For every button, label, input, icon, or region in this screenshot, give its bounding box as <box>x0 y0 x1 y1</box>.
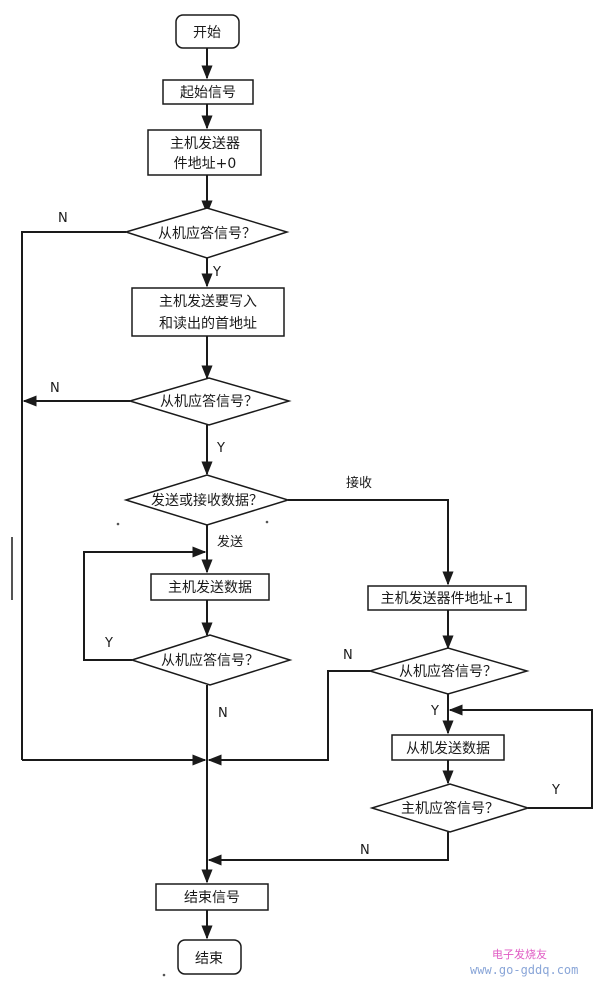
master-send-data-label: 主机发送数据 <box>168 580 252 596</box>
send-first-addr-box <box>131 287 285 337</box>
scan-artifact-dot <box>162 973 166 977</box>
send-addr1-label: 主机发送器件地址+1 <box>381 591 514 607</box>
ack2-decision <box>127 377 292 426</box>
ack2-label: 从机应答信号？ <box>160 393 258 410</box>
watermark-brand: 电子发烧友 <box>492 947 547 961</box>
send-or-receive-decision <box>123 474 291 526</box>
master-ack-label: 主机应答信号？ <box>401 800 499 817</box>
send-or-receive-label: 发送或接收数据？ <box>151 492 263 509</box>
watermark-url: www.go-gddq.com <box>470 963 578 977</box>
end-terminal-shape <box>177 939 242 975</box>
ack3-label: 从机应答信号？ <box>161 652 259 669</box>
send-first-addr-label-1: 主机发送要写入 <box>159 294 257 310</box>
send-addr0-box <box>147 129 262 176</box>
connectors <box>21 48 593 940</box>
end-signal-label: 结束信号 <box>184 890 240 906</box>
edge-choice-receive <box>288 499 454 586</box>
send-addr0-label-2: 件地址+0 <box>174 156 237 172</box>
ack4-decision <box>367 647 530 695</box>
nodes <box>123 14 531 975</box>
end-label: 结束 <box>195 951 223 967</box>
start-signal-label: 起始信号 <box>180 85 236 101</box>
edge-masterack-yes-loop <box>448 704 593 809</box>
master-ack-decision <box>369 783 531 833</box>
start-label: 开始 <box>193 25 221 41</box>
scan-artifact-dot <box>116 522 120 526</box>
start-signal-box <box>162 79 254 105</box>
ack1-decision <box>123 207 290 259</box>
edge-masterack-no <box>207 832 449 866</box>
receive-label: 接收 <box>346 475 372 491</box>
send-addr0-label-1: 主机发送器 <box>170 136 240 152</box>
ack3-yes-label: Y <box>104 636 113 651</box>
master-send-data-box <box>150 573 270 601</box>
edge-ack1-no-left <box>21 231 126 760</box>
ack3-decision <box>129 634 293 686</box>
ack4-label: 从机应答信号？ <box>399 663 497 680</box>
ack1-no-label: N <box>58 211 68 226</box>
watermark: 电子发烧友 www.go-gddq.com <box>470 947 578 977</box>
edge-labels: N Y N Y 接收 发送 Y N N Y Y N <box>50 211 560 858</box>
ack1-yes-label: Y <box>212 265 221 280</box>
ack1-label: 从机应答信号？ <box>158 225 256 242</box>
scan-artifact-dot <box>265 520 269 524</box>
master-ack-yes-label: Y <box>551 783 560 798</box>
send-first-addr-label-2: 和读出的首地址 <box>159 315 257 332</box>
edge-ack3-yes-loop <box>83 546 207 661</box>
slave-send-data-label: 从机发送数据 <box>406 741 490 757</box>
ack3-no-label: N <box>218 706 228 721</box>
send-addr1-box <box>367 585 527 611</box>
ack4-yes-label: Y <box>430 704 439 719</box>
ack2-yes-label: Y <box>216 441 225 456</box>
end-signal-box <box>155 883 269 911</box>
master-ack-no-label: N <box>360 843 370 858</box>
start-terminal-shape <box>175 14 240 49</box>
ack4-no-label: N <box>343 648 353 663</box>
edge-ack4-no <box>207 670 370 766</box>
slave-send-data-box <box>391 734 505 761</box>
ack2-no-label: N <box>50 381 60 396</box>
node-texts: 开始 起始信号 主机发送器 件地址+0 从机应答信号？ 主机发送要写入 和读出的… <box>151 25 513 967</box>
send-label: 发送 <box>217 534 243 550</box>
